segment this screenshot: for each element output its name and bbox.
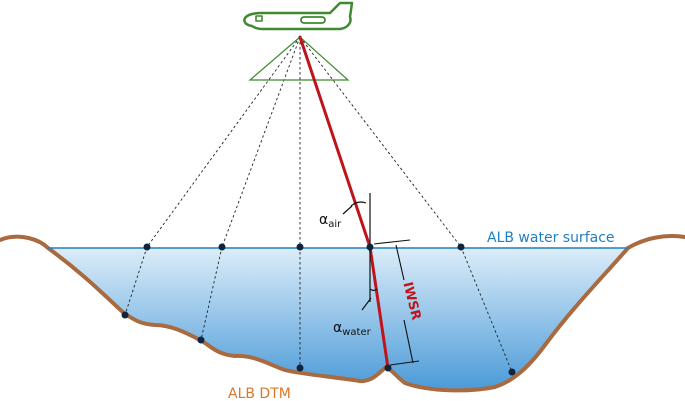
dashed-beams bbox=[124, 36, 513, 373]
sample-points bbox=[121, 243, 516, 376]
alpha-air-leader bbox=[342, 205, 353, 215]
alpha-water-subscript: water bbox=[342, 327, 371, 338]
angle-markers bbox=[342, 193, 378, 311]
laser-path bbox=[298, 35, 390, 370]
alpha-water-arc bbox=[369, 288, 378, 292]
iwsr-tick-top bbox=[373, 239, 411, 245]
beam-1-water bbox=[124, 246, 148, 316]
alpha-air-arc bbox=[350, 201, 367, 207]
alpha-water-symbol: α bbox=[333, 320, 342, 336]
scan-fan-triangle bbox=[248, 36, 350, 81]
point-bottom-2 bbox=[197, 336, 205, 344]
point-surface-2 bbox=[218, 243, 226, 251]
point-bottom-5 bbox=[508, 368, 516, 376]
point-bottom-1 bbox=[121, 311, 129, 319]
laser-water-segment bbox=[368, 245, 390, 370]
beam-1-air bbox=[146, 36, 301, 248]
dtm-label: ALB DTM bbox=[228, 386, 291, 401]
point-surface-3 bbox=[296, 243, 304, 251]
alpha-water-label: αwater bbox=[333, 320, 372, 338]
alpha-air-symbol: α bbox=[319, 212, 328, 228]
iwsr-tick-bottom bbox=[389, 360, 420, 366]
beam-5-air bbox=[299, 36, 462, 248]
iwsr-dim-lower bbox=[403, 319, 414, 364]
beam-2-water bbox=[200, 246, 223, 341]
point-surface-1 bbox=[143, 243, 151, 251]
point-bottom-4 bbox=[384, 364, 392, 372]
point-bottom-3 bbox=[296, 364, 304, 372]
point-surface-4 bbox=[366, 243, 374, 251]
iwsr-dimension bbox=[373, 239, 420, 366]
point-surface-5 bbox=[457, 243, 465, 251]
laser-air-segment bbox=[298, 35, 372, 249]
water-body bbox=[48, 248, 628, 391]
airplane-icon bbox=[243, 1, 354, 31]
water-surface-label: ALB water surface bbox=[487, 230, 615, 246]
alpha-water-leader bbox=[361, 297, 372, 311]
alpha-air-label: αair bbox=[319, 212, 342, 230]
beam-2-air bbox=[221, 36, 301, 248]
alpha-air-subscript: air bbox=[328, 219, 342, 230]
iwsr-dim-upper bbox=[395, 244, 405, 281]
